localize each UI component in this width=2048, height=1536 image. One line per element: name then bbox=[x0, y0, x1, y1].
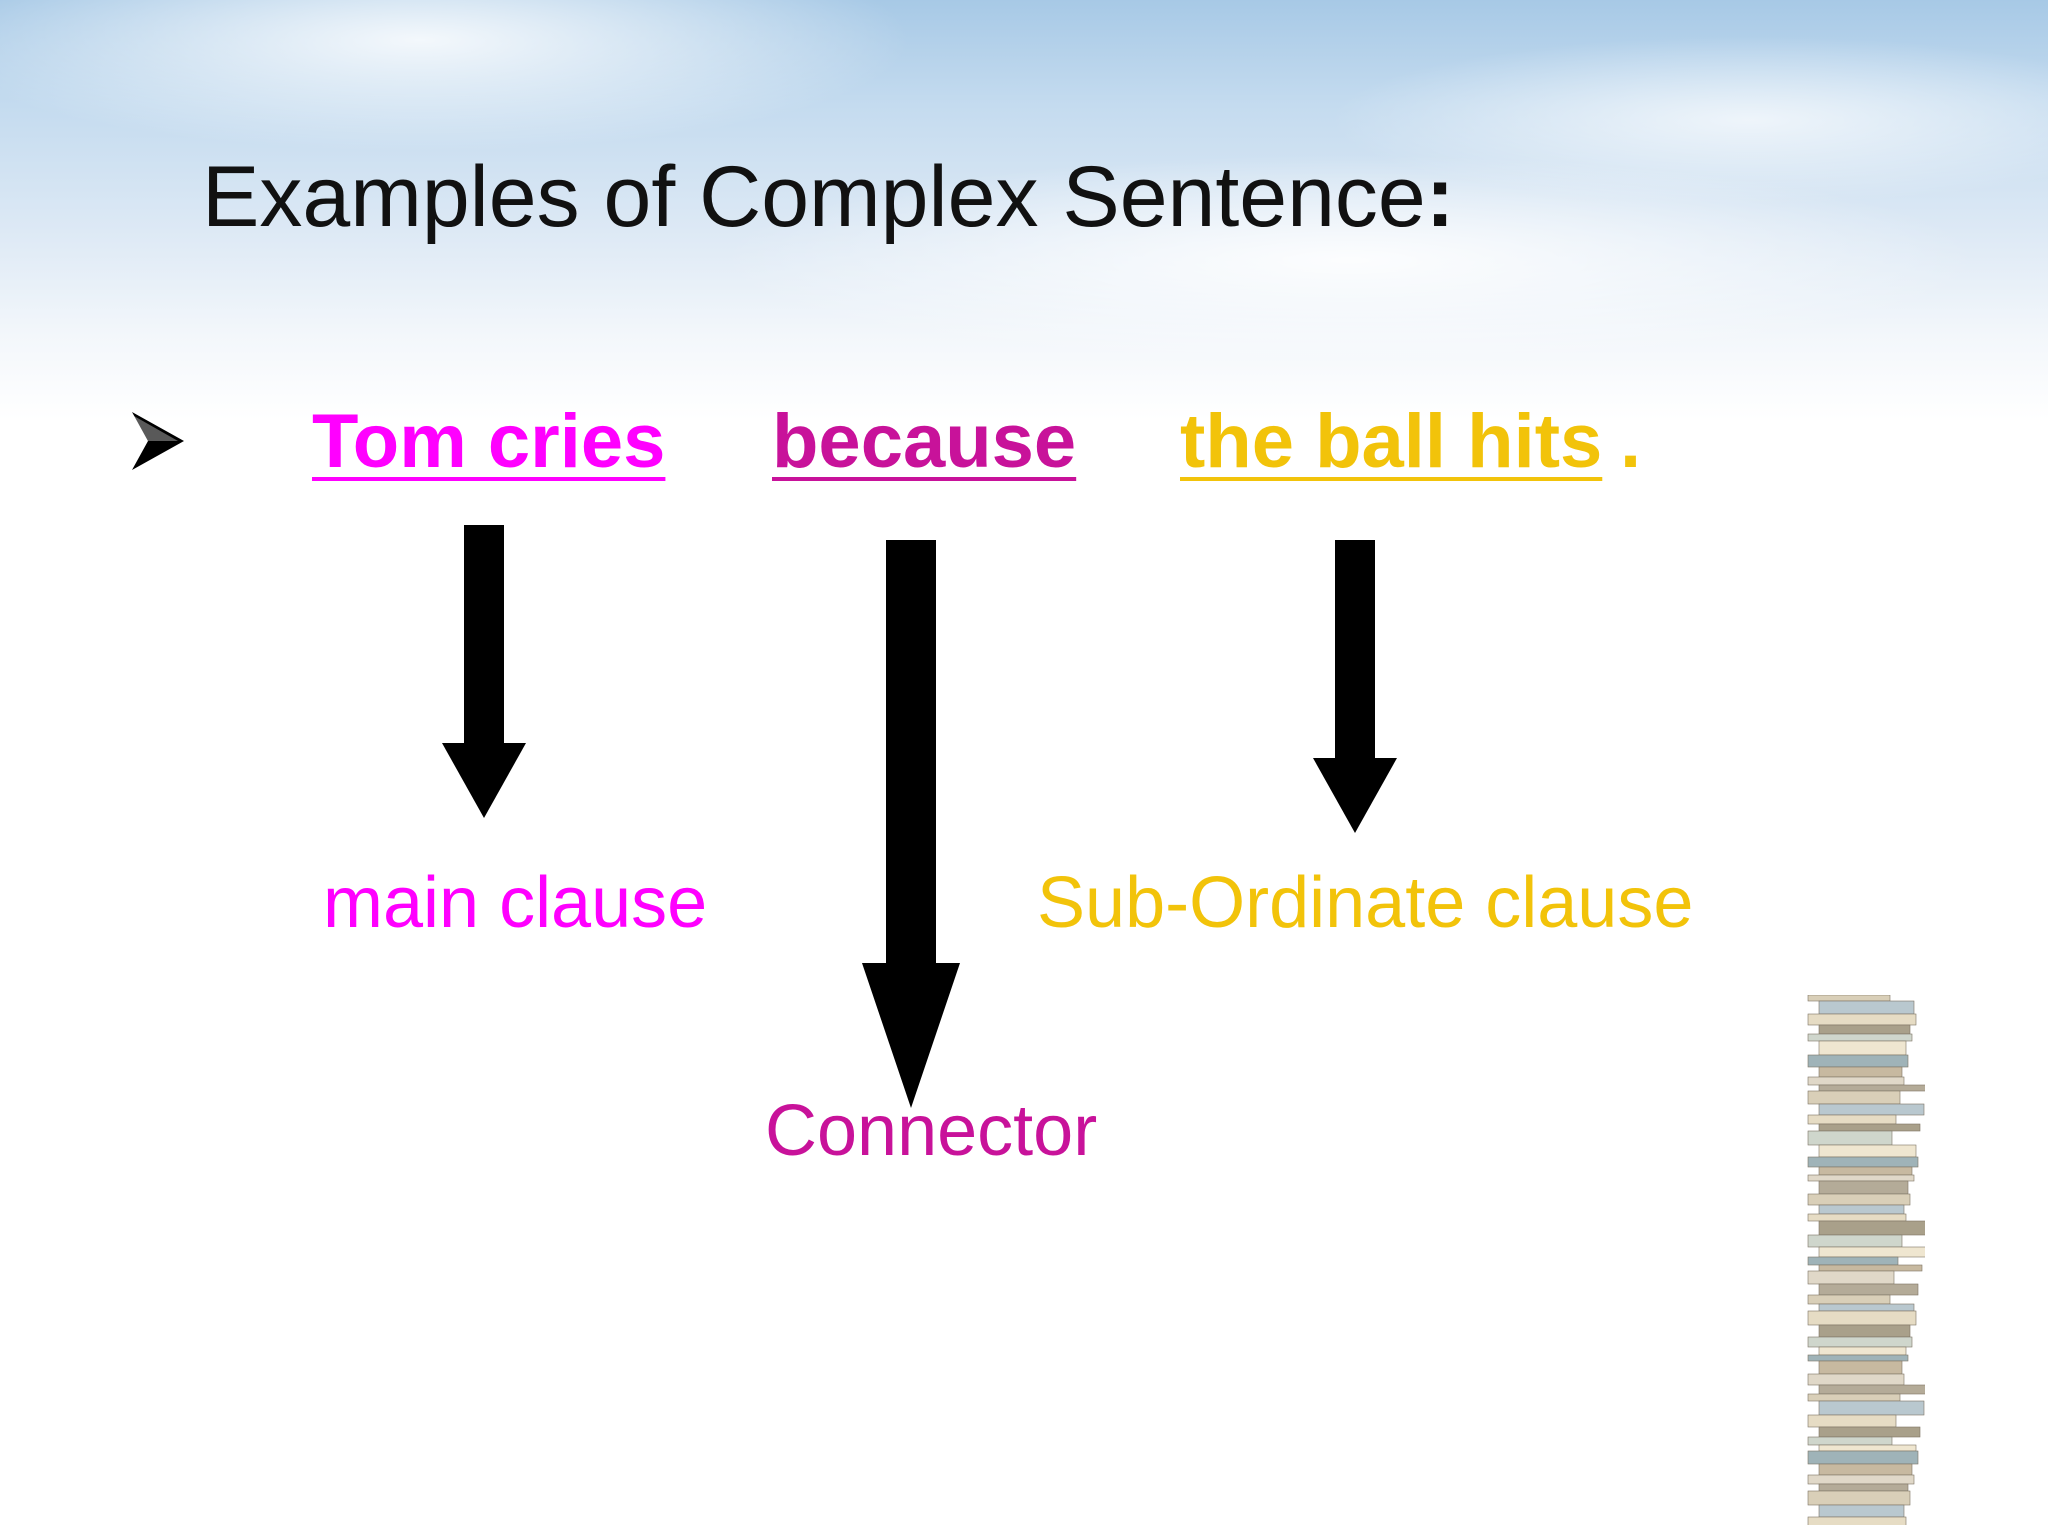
connector-arrow bbox=[862, 540, 960, 1108]
subordinate-clause-label: Sub-Ordinate clause bbox=[1037, 863, 1694, 943]
main-clause-arrow bbox=[442, 525, 526, 818]
book-stack-image bbox=[1807, 995, 1925, 1525]
connector-label: Connector bbox=[765, 1091, 1098, 1171]
connector-word: because bbox=[772, 399, 1077, 484]
sentence-period: . bbox=[1620, 399, 1642, 484]
subordinate-clause-phrase: the ball hits bbox=[1180, 399, 1603, 484]
sky-background bbox=[0, 0, 2048, 420]
subordinate-clause-arrow bbox=[1313, 540, 1397, 833]
main-clause-phrase: Tom cries bbox=[312, 399, 666, 484]
slide-title: Examples of Complex Sentence: bbox=[202, 148, 1454, 247]
slide-title-text: Examples of Complex Sentence bbox=[202, 149, 1426, 245]
slide-title-colon: : bbox=[1425, 149, 1455, 245]
arrowhead-bullet-icon bbox=[132, 412, 184, 470]
main-clause-label: main clause bbox=[323, 863, 708, 943]
